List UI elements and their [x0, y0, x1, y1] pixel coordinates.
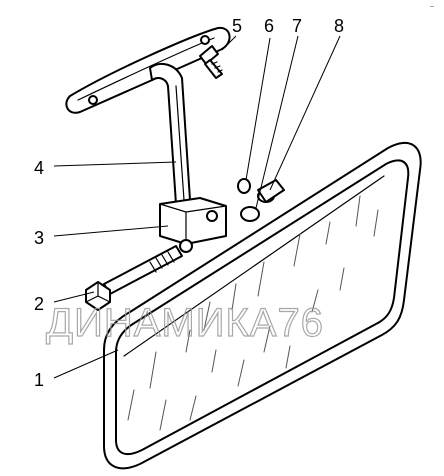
leader-lines [53, 35, 341, 379]
leader-8 [269, 35, 341, 191]
watermark-text: ДИНАМИКА76 [46, 301, 324, 345]
callout-labels: 1 2 3 4 5 6 7 8 [34, 16, 344, 390]
mounting-base-plate [65, 26, 231, 114]
mirror-frame [103, 142, 422, 470]
callout-3: 3 [34, 228, 44, 248]
callout-7: 7 [292, 16, 302, 36]
callout-1: 1 [34, 370, 44, 390]
small-hardware [237, 178, 285, 222]
callout-4: 4 [34, 158, 44, 178]
screw-5 [199, 45, 223, 79]
leader-5 [221, 35, 237, 51]
callout-8: 8 [334, 16, 344, 36]
callout-5: 5 [232, 16, 242, 36]
callout-6: 6 [264, 16, 274, 36]
clamp-block [159, 197, 227, 253]
leader-6 [245, 37, 271, 181]
watermark: ДИНАМИКА76 [45, 300, 324, 345]
leader-1 [53, 349, 119, 379]
leader-2 [53, 291, 95, 303]
corner-mark: – [430, 3, 434, 10]
callout-2: 2 [34, 294, 44, 314]
leader-3 [53, 225, 169, 237]
leader-7 [255, 35, 299, 209]
clamping-bolt [85, 245, 183, 311]
leader-4 [53, 161, 177, 167]
bracket-stem [149, 62, 191, 205]
mirror-glass [127, 195, 379, 431]
